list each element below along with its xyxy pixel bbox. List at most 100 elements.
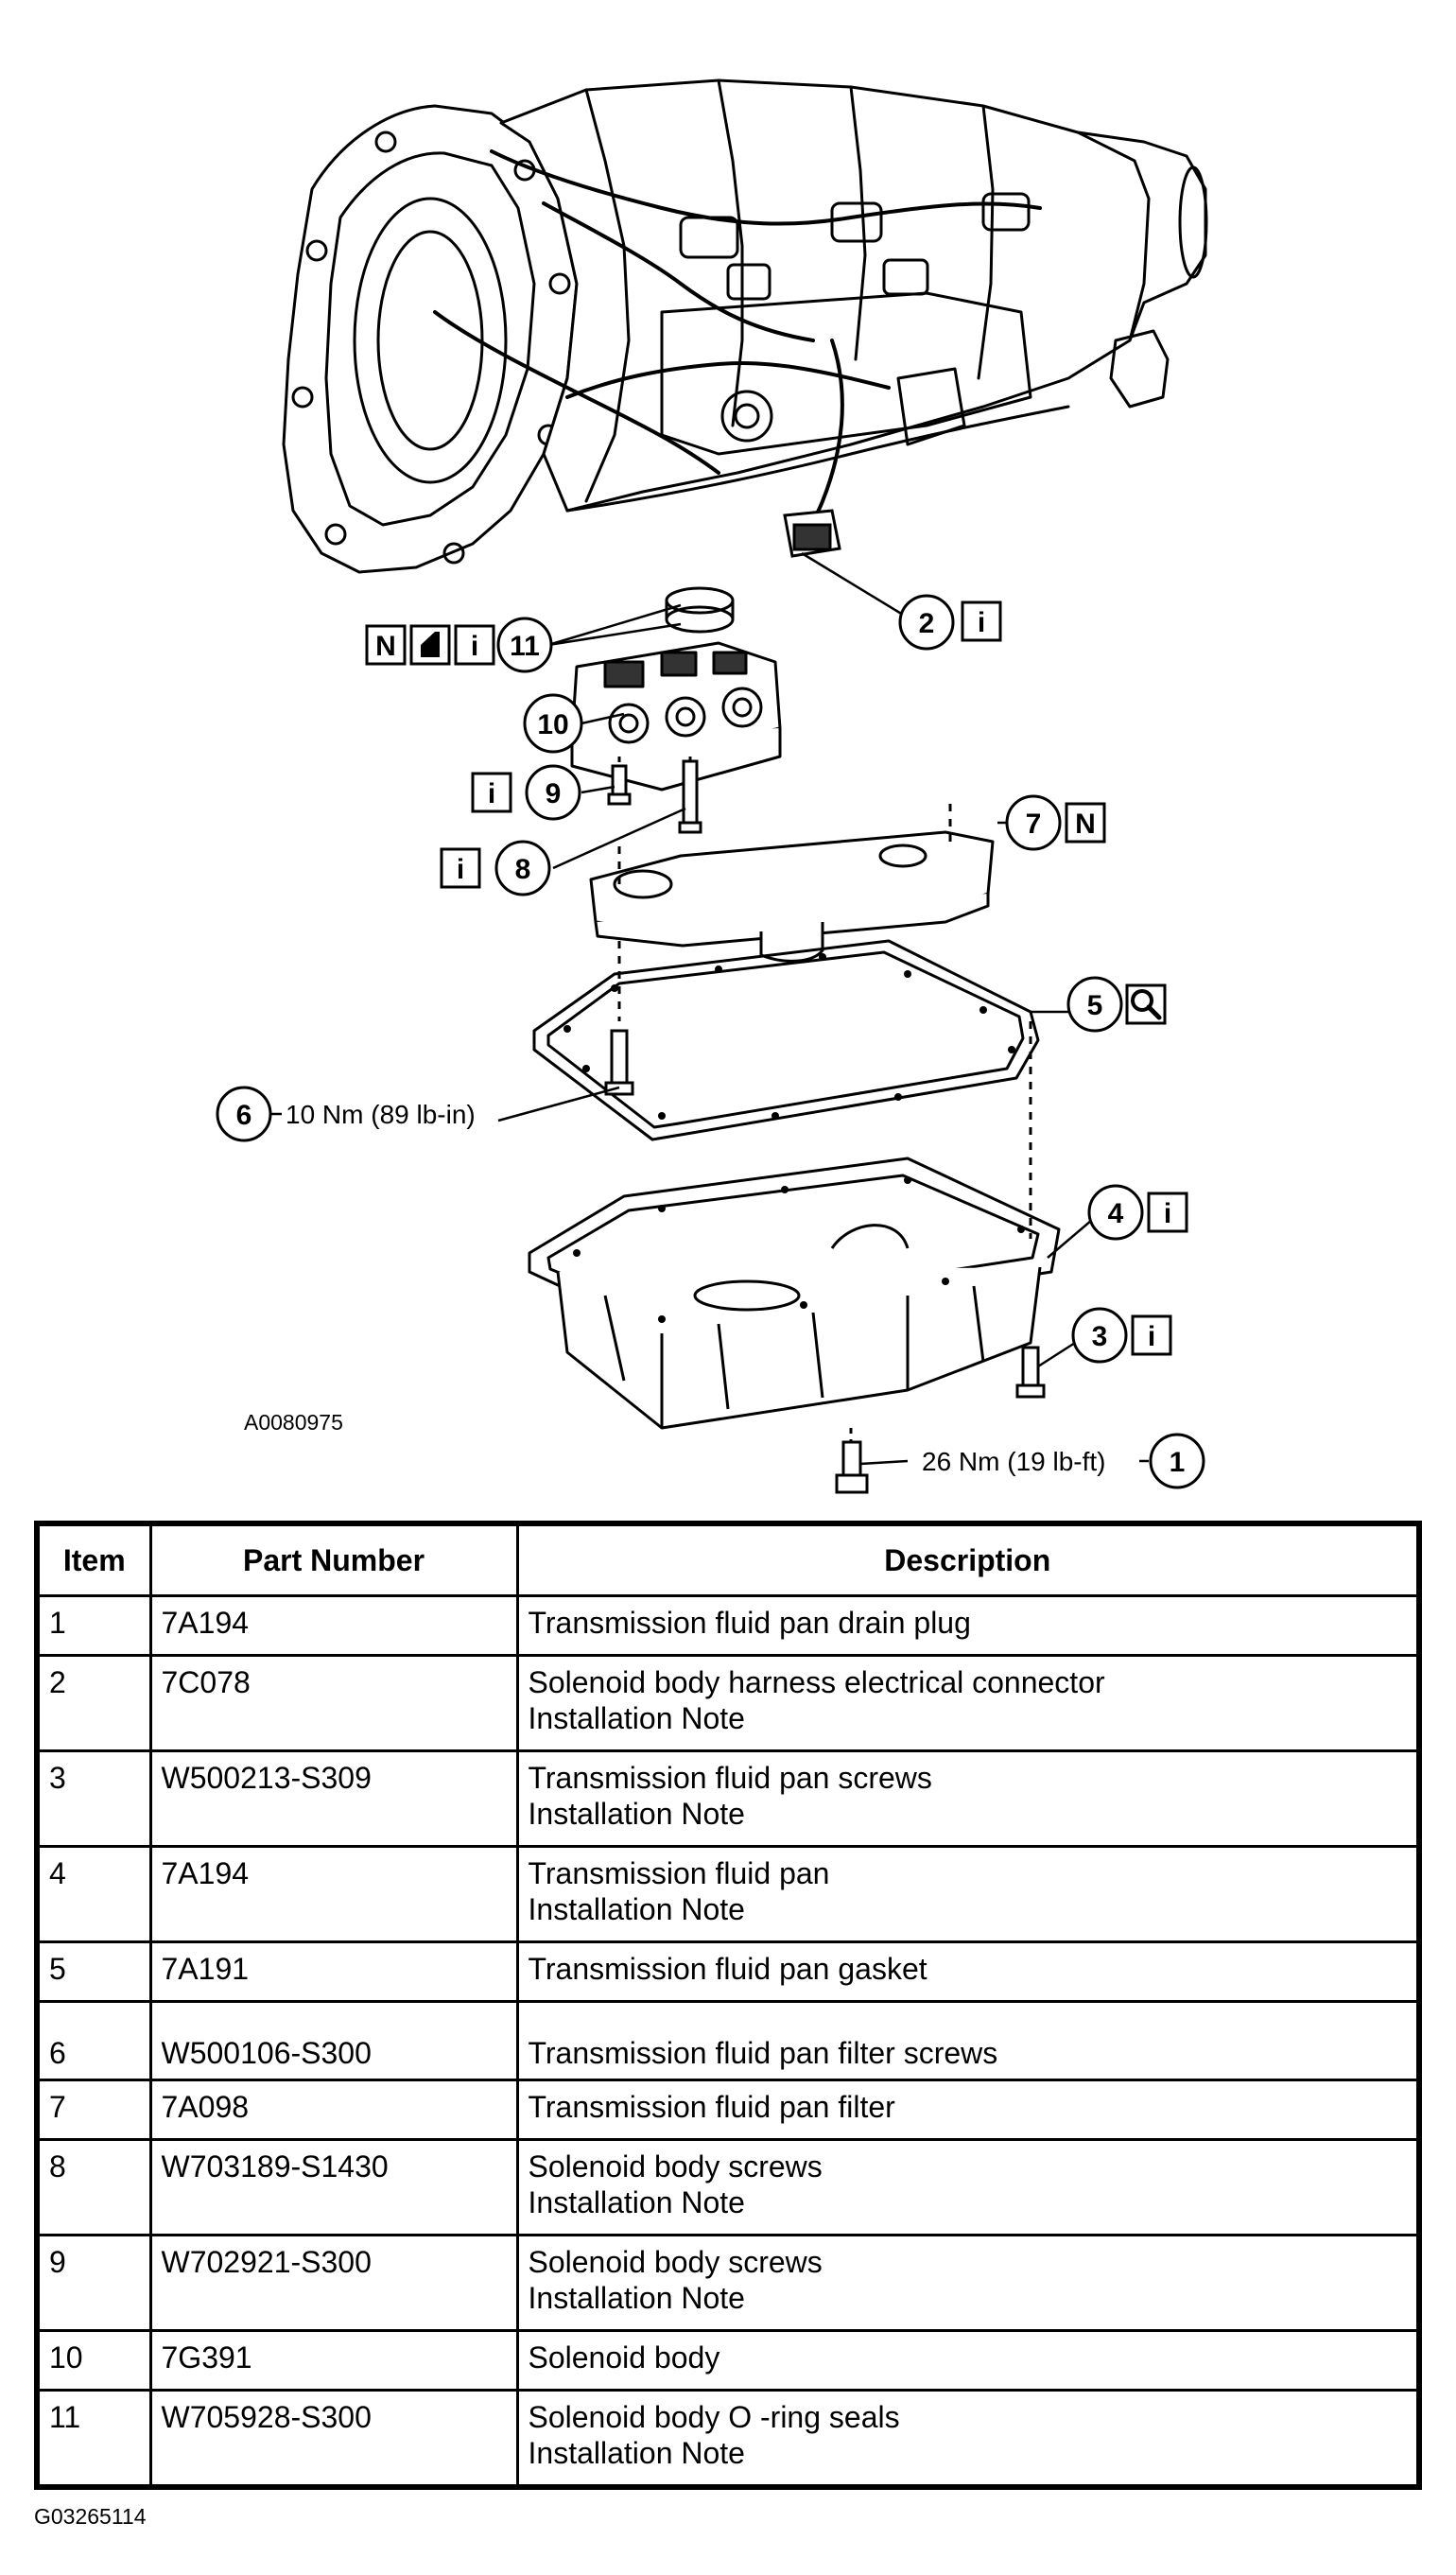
callout-9: i 9 bbox=[471, 764, 581, 821]
item-cell: 8 bbox=[35, 2138, 152, 2236]
callout-8-number: 8 bbox=[515, 854, 531, 885]
installation-note: Installation Note bbox=[528, 2185, 745, 2219]
magnifier-icon bbox=[1125, 983, 1167, 1025]
installation-note: Installation Note bbox=[528, 1701, 745, 1735]
installation-note: Installation Note bbox=[528, 2436, 745, 2470]
info-icon-box bbox=[440, 847, 481, 889]
info-icon: i bbox=[1148, 1321, 1155, 1352]
fluid-pan bbox=[528, 1021, 1061, 1430]
transmission-assembly bbox=[282, 78, 1208, 574]
solenoid-body bbox=[570, 641, 782, 792]
callout-11: N i 11 bbox=[365, 617, 553, 673]
description-line: Solenoid body bbox=[528, 2340, 720, 2375]
part-number-cell: 7C078 bbox=[148, 1654, 519, 1752]
description-cell: Transmission fluid pan drain plug bbox=[515, 1594, 1421, 1657]
description-line: Transmission fluid pan filter screws bbox=[528, 2036, 998, 2070]
exploded-view-diagram: 26 Nm (19 lb-ft) 1 2 i 3 i 4 i 5 6 bbox=[216, 78, 1208, 1494]
description-cell: Solenoid body harness electrical connect… bbox=[515, 1654, 1421, 1752]
item-cell: 11 bbox=[35, 2389, 152, 2489]
table-row: 10 7G391 Solenoid body bbox=[35, 2329, 1421, 2392]
table-header-row: Item Part Number Description bbox=[35, 1522, 1421, 1597]
description-cell: Transmission fluid pan gasket bbox=[515, 1940, 1421, 2003]
info-icon-box bbox=[961, 600, 1002, 642]
info-icon-box bbox=[1131, 1314, 1172, 1356]
description-cell: Solenoid body bbox=[515, 2329, 1421, 2392]
figure-code: A0080975 bbox=[244, 1410, 343, 1435]
header-part-number: Part Number bbox=[148, 1522, 519, 1597]
info-icon: i bbox=[457, 854, 464, 885]
description-cell: Transmission fluid pan filter screws bbox=[515, 2000, 1421, 2081]
info-icon: i bbox=[488, 778, 495, 809]
callout-4: 4 i bbox=[1087, 1184, 1188, 1241]
installation-note: Installation Note bbox=[528, 1892, 745, 1926]
description-line: Solenoid body harness electrical connect… bbox=[528, 1665, 1105, 1699]
callout-2-number: 2 bbox=[919, 608, 935, 639]
callout-7-number: 7 bbox=[1026, 809, 1042, 840]
info-icon-box bbox=[1147, 1192, 1188, 1233]
description-line: Transmission fluid pan gasket bbox=[528, 1952, 927, 1986]
header-item: Item bbox=[35, 1522, 152, 1597]
part-number-cell: W705928-S300 bbox=[148, 2389, 519, 2489]
new-part-icon: N bbox=[1075, 809, 1096, 840]
table-row: 2 7C078 Solenoid body harness electrical… bbox=[35, 1654, 1421, 1752]
item-cell: 1 bbox=[35, 1594, 152, 1657]
parts-table: Item Part Number Description 1 7A194 Tra… bbox=[34, 1521, 1422, 2490]
part-number-cell: 7A191 bbox=[148, 1940, 519, 2003]
description-line: Transmission fluid pan filter bbox=[528, 2090, 895, 2124]
callout-9-number: 9 bbox=[546, 778, 562, 809]
callout-6-number: 6 bbox=[236, 1100, 252, 1131]
lubricant-icon bbox=[409, 624, 451, 666]
callout-8: i 8 bbox=[440, 840, 551, 896]
callout-6: 6 10 Nm (89 lb-in) bbox=[216, 1086, 476, 1142]
harness-connector bbox=[783, 509, 841, 558]
table-row: 7 7A098 Transmission fluid pan filter bbox=[35, 2079, 1421, 2141]
pan-screw bbox=[1015, 1346, 1046, 1399]
part-number-cell: 7A194 bbox=[148, 1845, 519, 1943]
callout-1-number: 1 bbox=[1170, 1447, 1186, 1478]
header-description: Description bbox=[515, 1522, 1421, 1597]
callout-5-number: 5 bbox=[1087, 990, 1103, 1021]
info-icon-box bbox=[471, 772, 512, 813]
table-row: 5 7A191 Transmission fluid pan gasket bbox=[35, 1940, 1421, 2003]
description-cell: Transmission fluid pan filter bbox=[515, 2079, 1421, 2141]
installation-note: Installation Note bbox=[528, 2281, 745, 2315]
description-line: Solenoid body screws bbox=[528, 2149, 823, 2184]
part-number-cell: W500213-S309 bbox=[148, 1749, 519, 1848]
callout-7: 7 N bbox=[1005, 794, 1106, 851]
callout-6-torque: 10 Nm (89 lb-in) bbox=[286, 1100, 476, 1129]
part-number-cell: W500106-S300 bbox=[148, 2000, 519, 2081]
table-row: 3 W500213-S309 Transmission fluid pan sc… bbox=[35, 1749, 1421, 1848]
part-number-cell: 7A098 bbox=[148, 2079, 519, 2141]
info-icon: i bbox=[471, 631, 478, 662]
part-number-cell: 7G391 bbox=[148, 2329, 519, 2392]
item-cell: 6 bbox=[35, 2000, 152, 2081]
callout-4-number: 4 bbox=[1108, 1198, 1124, 1229]
callout-3: 3 i bbox=[1071, 1307, 1172, 1364]
item-cell: 7 bbox=[35, 2079, 152, 2141]
item-cell: 2 bbox=[35, 1654, 152, 1752]
description-line: Transmission fluid pan drain plug bbox=[528, 1606, 971, 1640]
fluid-pan-filter bbox=[589, 804, 995, 963]
drain-plug bbox=[835, 1428, 869, 1494]
description-line: Transmission fluid pan bbox=[528, 1856, 830, 1890]
callout-10: 10 bbox=[523, 693, 583, 754]
part-number-cell: 7A194 bbox=[148, 1594, 519, 1657]
fluid-pan-gasket bbox=[532, 939, 1040, 1141]
callout-2: 2 i bbox=[898, 594, 1002, 651]
filter-screw bbox=[604, 941, 634, 1096]
table-row: 11 W705928-S300 Solenoid body O -ring se… bbox=[35, 2389, 1421, 2489]
table-row: 6 W500106-S300 Transmission fluid pan fi… bbox=[35, 2000, 1421, 2081]
callout-10-number: 10 bbox=[537, 709, 568, 740]
o-ring-seal bbox=[665, 586, 735, 634]
new-part-icon-box bbox=[365, 624, 407, 666]
description-line: Transmission fluid pan screws bbox=[528, 1761, 932, 1795]
item-cell: 3 bbox=[35, 1749, 152, 1848]
callout-3-number: 3 bbox=[1092, 1321, 1108, 1352]
item-cell: 5 bbox=[35, 1940, 152, 2003]
info-icon-box bbox=[454, 624, 495, 666]
